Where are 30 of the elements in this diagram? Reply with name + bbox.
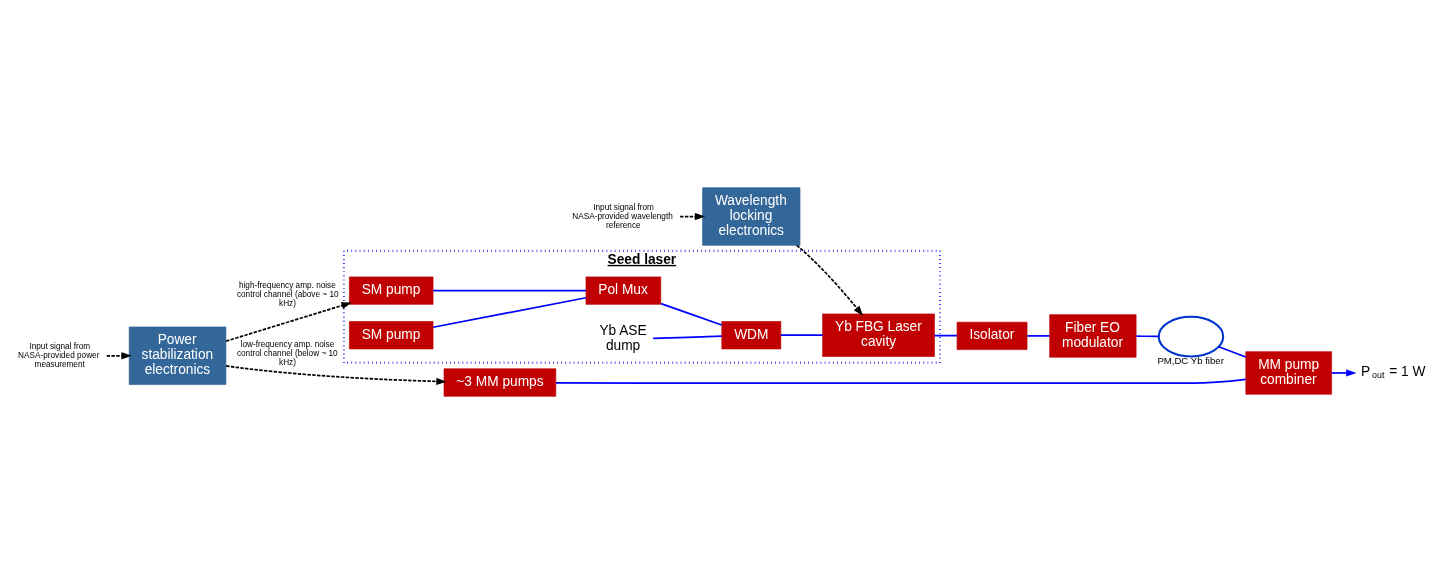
node-box: MM pump combiner xyxy=(1245,351,1332,395)
node-box: Yb FBG Laser cavity xyxy=(822,313,935,357)
connector xyxy=(432,296,587,329)
connector xyxy=(1026,335,1051,337)
node-text: Yb ASE dump xyxy=(599,323,647,354)
connector xyxy=(555,378,1247,385)
node-box: Pol Mux xyxy=(585,276,662,305)
arrow xyxy=(225,365,447,385)
node-box: Isolator xyxy=(956,321,1028,350)
arrow xyxy=(1330,369,1357,377)
arrow xyxy=(225,302,352,342)
node-label: PM,DC Yb fiber xyxy=(1157,355,1224,367)
node-box: SM pump xyxy=(349,321,434,350)
node-box: SM pump xyxy=(349,276,434,305)
connector xyxy=(432,289,587,292)
connector xyxy=(1135,335,1160,338)
node-box: Fiber EO modulator xyxy=(1049,314,1137,358)
arrow xyxy=(795,244,864,316)
connector xyxy=(652,335,723,340)
node-box: WDM xyxy=(721,321,782,350)
connector xyxy=(933,334,958,337)
node-box: Wavelength locking electronics xyxy=(702,187,801,246)
node-coil xyxy=(1157,315,1225,358)
arrow xyxy=(679,212,706,221)
node-box: Power stabilization electronics xyxy=(128,326,227,385)
connector xyxy=(660,302,723,326)
arrow xyxy=(105,352,132,360)
connector xyxy=(1217,345,1247,358)
node-box: ~3 MM pumps xyxy=(443,368,557,397)
connector xyxy=(780,334,824,337)
